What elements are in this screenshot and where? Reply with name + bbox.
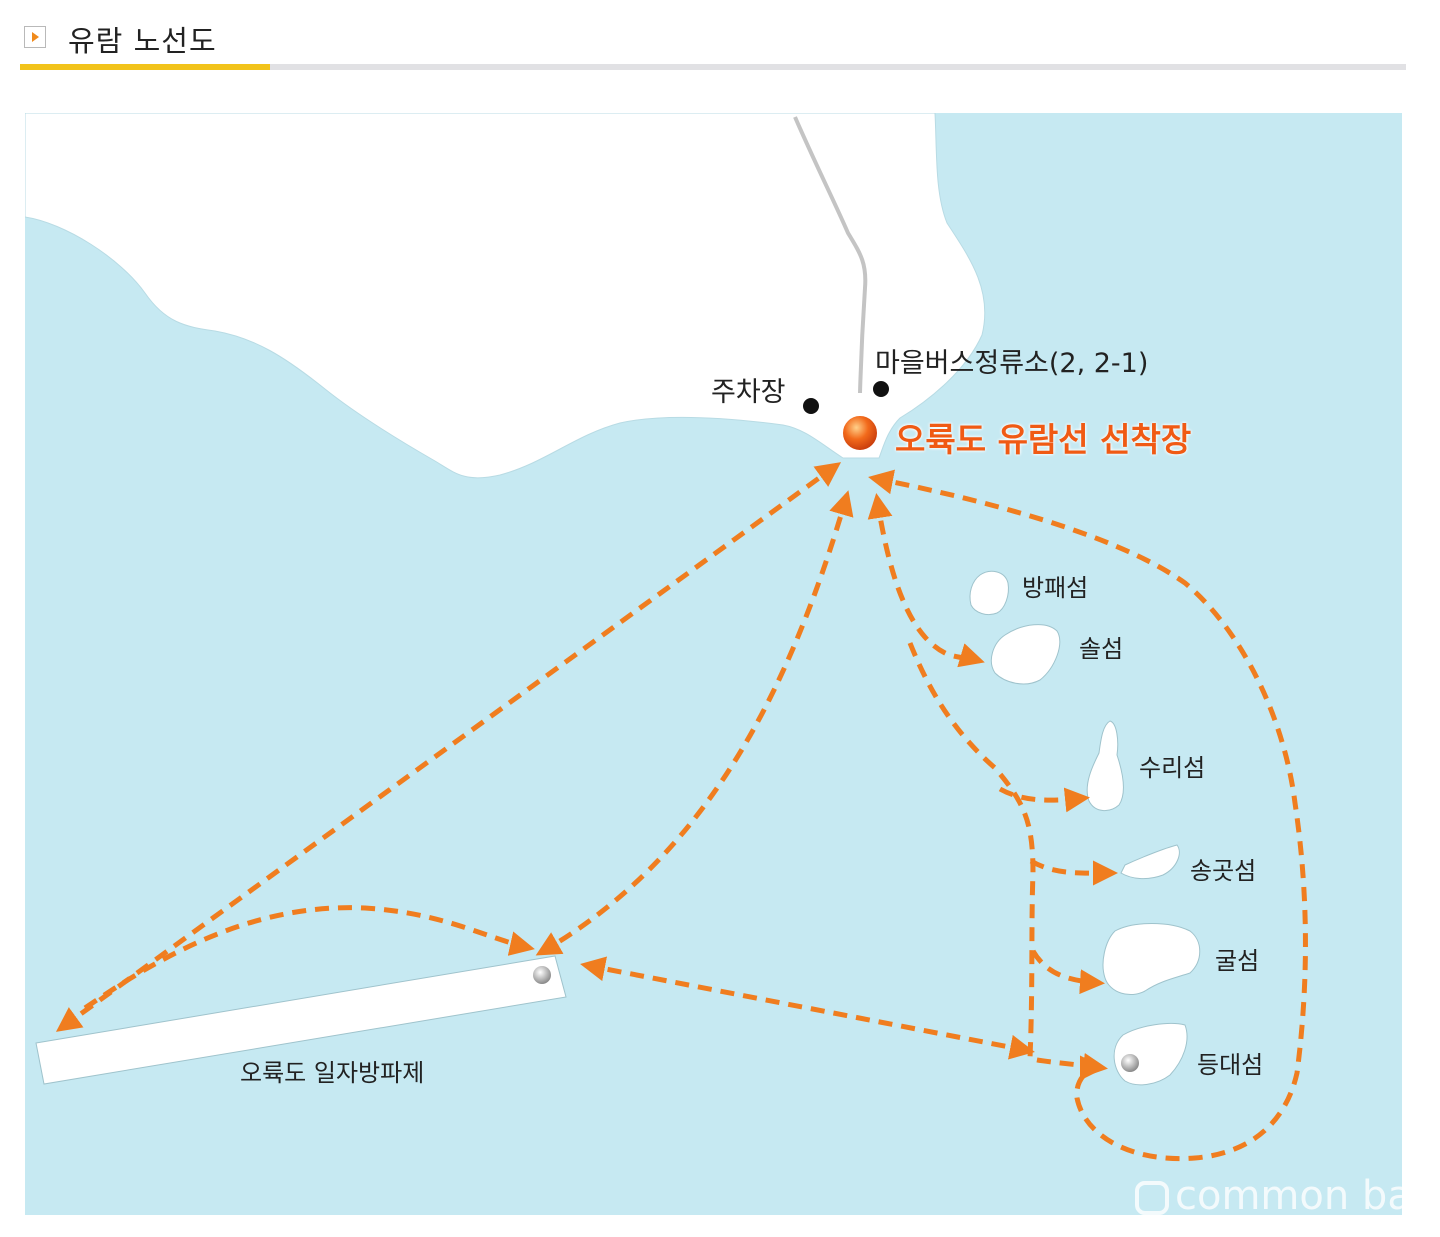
route-songgot [1029,858,1118,886]
island-label-deungdae: 등대섬 [1197,1051,1264,1079]
breakwater-label: 오륙도 일자방파제 [240,1059,425,1087]
commonbase-logo-icon [1135,1181,1169,1215]
island-label-suri: 수리섬 [1139,754,1206,782]
route-gul [1030,949,1105,995]
lighthouse-marker [1121,1054,1139,1072]
island-label-bangpae: 방패섬 [1022,574,1089,602]
island-label-gul: 굴섬 [1215,947,1260,975]
route-pier-to-breakwater-east [535,490,854,956]
watermark-text: common ba [1175,1173,1402,1215]
island-songgot [1120,844,1180,880]
header-divider [20,64,1406,70]
parking-label: 주차장 [711,377,786,408]
mainland [25,113,986,479]
route-map: 오륙도 유람선 선착장 마을버스정류소(2, 2-1) 주차장 방패섬 솔섬 수… [25,113,1402,1215]
island-bangpae [969,570,1009,616]
route-sol [867,493,985,668]
page-title: 유람 노선도 [68,24,217,58]
route-outer-loop [868,469,1308,1162]
map-drawing [25,113,1308,1162]
bus-stop-label: 마을버스정류소(2, 2-1) [875,348,1149,379]
route-suri [998,786,1090,813]
play-triangle-icon [24,26,46,48]
pier-marker [841,414,879,452]
island-suri [1086,720,1124,811]
island-deungdae [1113,1022,1188,1086]
watermark: common ba [1135,1173,1402,1215]
island-label-sol: 솔섬 [1079,635,1124,663]
section-header: 유람 노선도 [20,0,1406,75]
island-gul [1102,923,1201,995]
route-breakwater-arc [83,905,535,1011]
pier-label: 오륙도 유람선 선착장 [895,420,1192,459]
island-label-songgot: 송곳섬 [1190,857,1257,885]
route-breakwater-to-deungdae [580,956,1035,1060]
parking-marker [803,398,819,414]
island-sol [990,624,1061,685]
road [793,116,868,394]
breakwater-light-marker [533,966,551,984]
route-pier-to-breakwater-west [55,462,842,1032]
bus-stop-marker [873,381,889,397]
header-accent-bar [20,64,270,70]
route-inner-spine [907,642,1108,1078]
